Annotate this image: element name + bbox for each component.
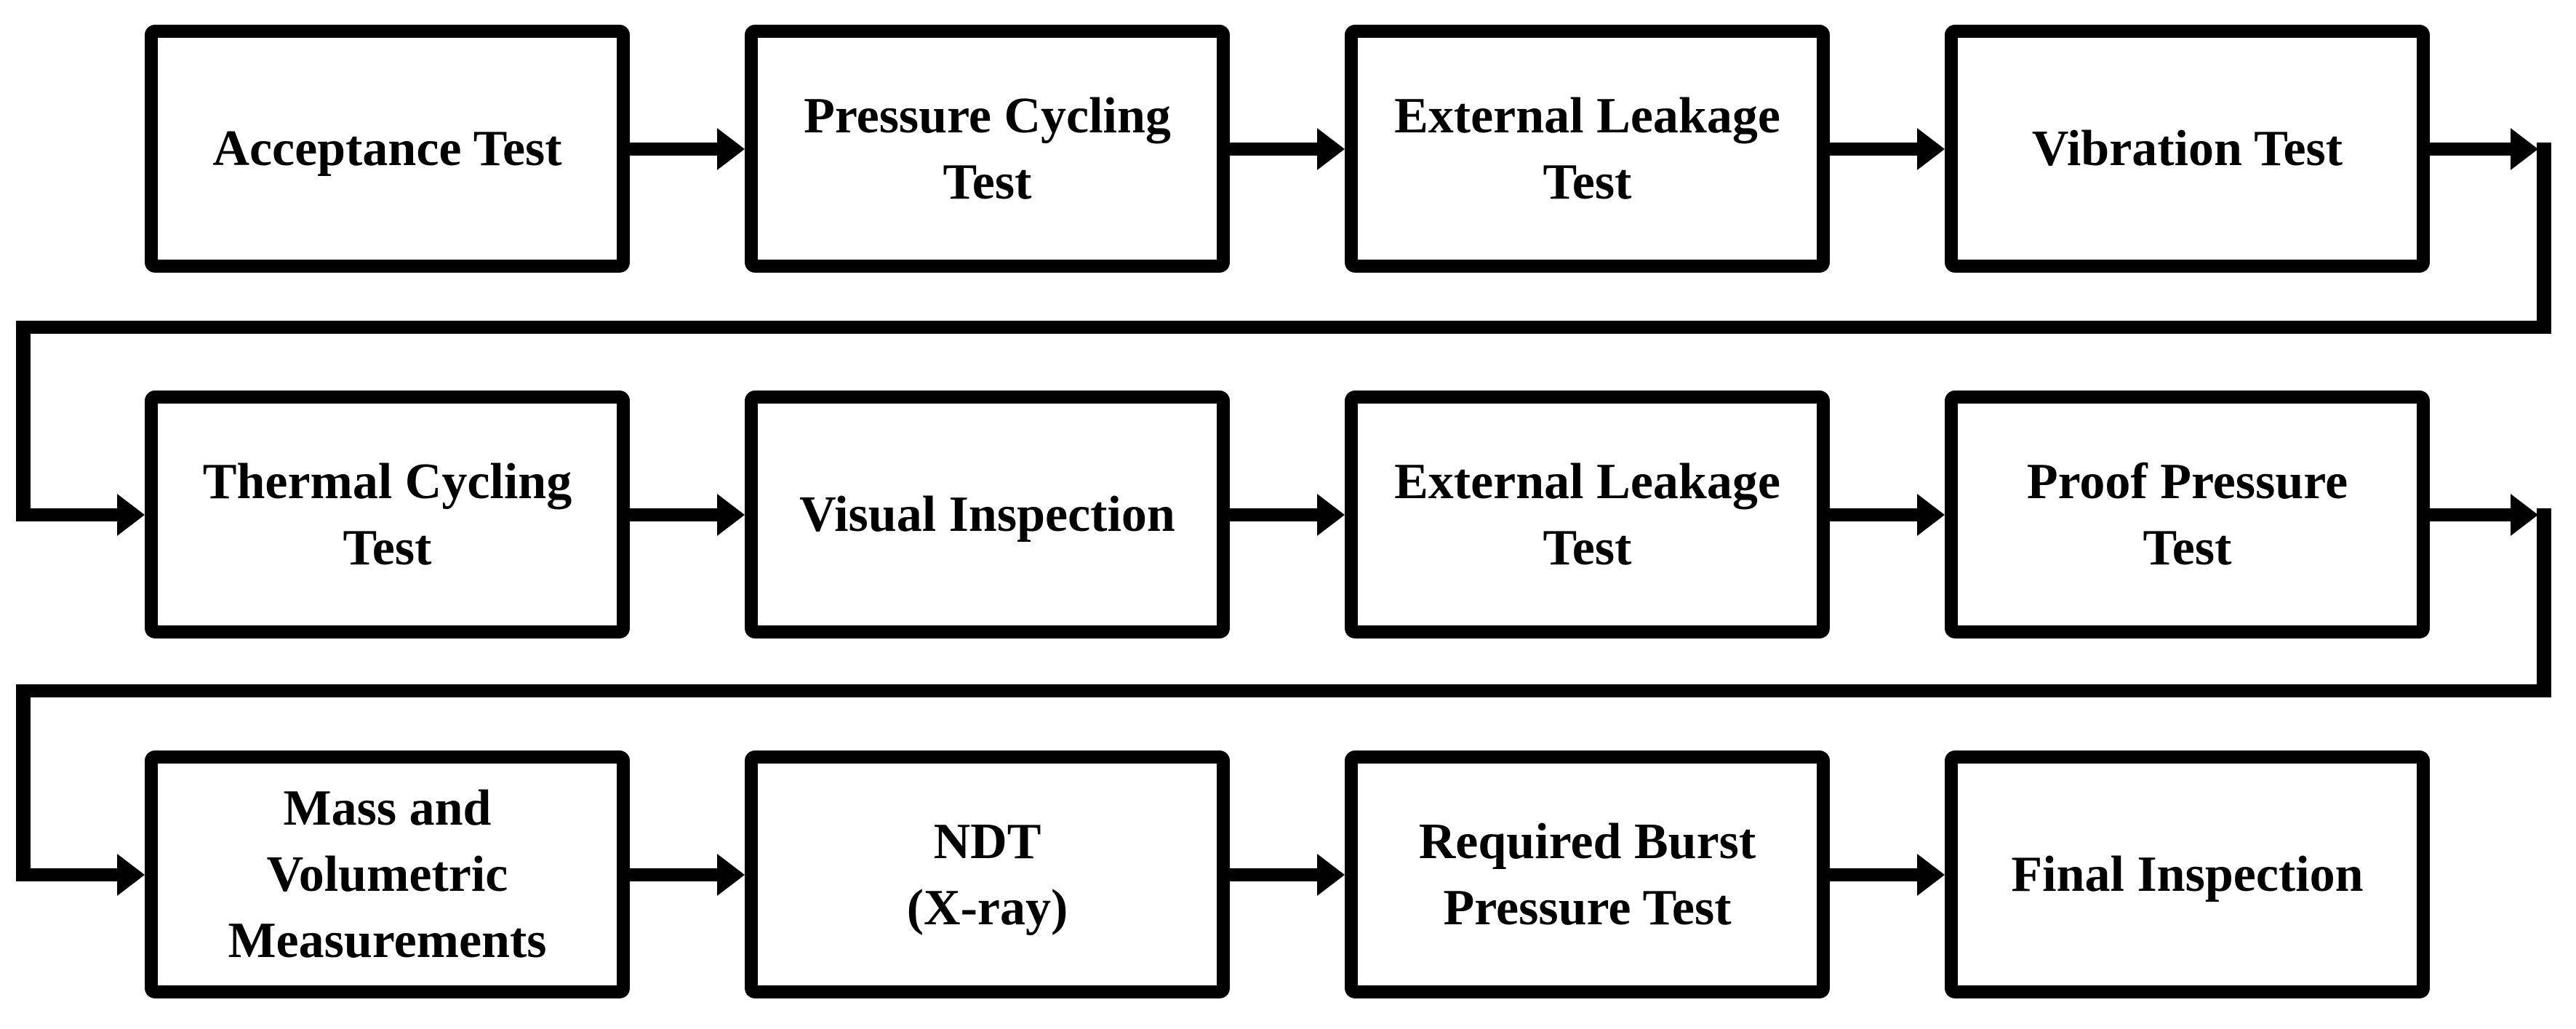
arrow-stem [1830, 868, 1917, 881]
flow-node-mass-volumetric-measurements: Mass and Volumetric Measurements [145, 750, 630, 998]
arrowhead-right-icon [117, 854, 145, 896]
flow-node-label: Required Burst Pressure Test [1418, 813, 1756, 936]
arrow-ndt-to-required-burst [1230, 854, 1345, 896]
flow-node-visual-inspection: Visual Inspection [745, 391, 1230, 638]
arrowhead-right-icon [1317, 494, 1345, 536]
flow-node-external-leakage-test-1: External Leakage Test [1345, 25, 1830, 273]
flow-node-label: Mass and Volumetric Measurements [228, 780, 547, 969]
flow-node-label: External Leakage Test [1394, 453, 1780, 576]
arrow-pressure-cycling-to-external-leakage [1230, 128, 1345, 170]
flow-node-proof-pressure-test: Proof Pressure Test [1945, 391, 2430, 638]
arrow-stem [1230, 868, 1317, 881]
connector-mid-line-1 [16, 321, 2551, 334]
arrowhead-right-icon [717, 128, 745, 170]
arrow-stem [1230, 508, 1317, 521]
arrowhead-right-icon [117, 494, 145, 536]
flow-node-label: Pressure Cycling Test [804, 87, 1171, 210]
flow-node-required-burst-pressure-test: Required Burst Pressure Test [1345, 750, 1830, 998]
connector-right-rail-1 [2537, 143, 2551, 334]
connector-left-rail-1 [16, 321, 31, 521]
flow-node-ndt-xray: NDT (X-ray) [745, 750, 1230, 998]
flow-node-label: Vibration Test [2031, 121, 2343, 177]
arrow-stem [630, 868, 717, 881]
arrow-external-leakage-to-proof-pressure [1830, 494, 1945, 536]
flow-node-vibration-test: Vibration Test [1945, 25, 2430, 273]
flow-node-external-leakage-test-2: External Leakage Test [1345, 391, 1830, 638]
arrow-stem [16, 508, 117, 521]
flow-node-label: Final Inspection [2011, 846, 2364, 902]
arrow-external-leakage-to-vibration [1830, 128, 1945, 170]
connector-left-rail-2 [16, 684, 31, 881]
flow-node-label: Thermal Cycling Test [202, 453, 572, 576]
flow-node-thermal-cycling-test: Thermal Cycling Test [145, 391, 630, 638]
flow-node-label: Proof Pressure Test [2026, 453, 2348, 576]
arrowhead-right-icon [717, 494, 745, 536]
arrow-mass-volumetric-to-ndt [630, 854, 745, 896]
arrow-row3-entry [16, 854, 145, 896]
arrow-stem [1830, 508, 1917, 521]
flow-node-label: External Leakage Test [1394, 87, 1780, 210]
arrow-stem [1830, 143, 1917, 156]
flow-node-final-inspection: Final Inspection [1945, 750, 2430, 998]
arrow-acceptance-to-pressure-cycling [630, 128, 745, 170]
arrow-stem [630, 143, 717, 156]
arrow-stem [2430, 508, 2511, 521]
arrow-row2-exit [2430, 494, 2538, 536]
arrowhead-right-icon [1317, 854, 1345, 896]
arrow-row1-exit [2430, 128, 2538, 170]
arrowhead-right-icon [2511, 494, 2538, 536]
arrowhead-right-icon [1917, 494, 1945, 536]
arrow-stem [1230, 143, 1317, 156]
flow-node-pressure-cycling-test: Pressure Cycling Test [745, 25, 1230, 273]
arrowhead-right-icon [717, 854, 745, 896]
connector-mid-line-2 [16, 684, 2551, 697]
arrow-stem [16, 868, 117, 881]
arrowhead-right-icon [2511, 128, 2538, 170]
arrow-row2-entry [16, 494, 145, 536]
flow-node-label: NDT (X-ray) [906, 813, 1068, 936]
connector-right-rail-2 [2537, 508, 2551, 697]
flow-node-label: Visual Inspection [799, 487, 1175, 542]
arrow-visual-inspection-to-external-leakage [1230, 494, 1345, 536]
arrow-required-burst-to-final-inspection [1830, 854, 1945, 896]
flow-node-label: Acceptance Test [212, 121, 562, 177]
arrowhead-right-icon [1917, 128, 1945, 170]
arrowhead-right-icon [1917, 854, 1945, 896]
arrowhead-right-icon [1317, 128, 1345, 170]
arrow-stem [2430, 143, 2511, 156]
arrow-stem [630, 508, 717, 521]
arrow-thermal-cycling-to-visual-inspection [630, 494, 745, 536]
flow-node-acceptance-test: Acceptance Test [145, 25, 630, 273]
